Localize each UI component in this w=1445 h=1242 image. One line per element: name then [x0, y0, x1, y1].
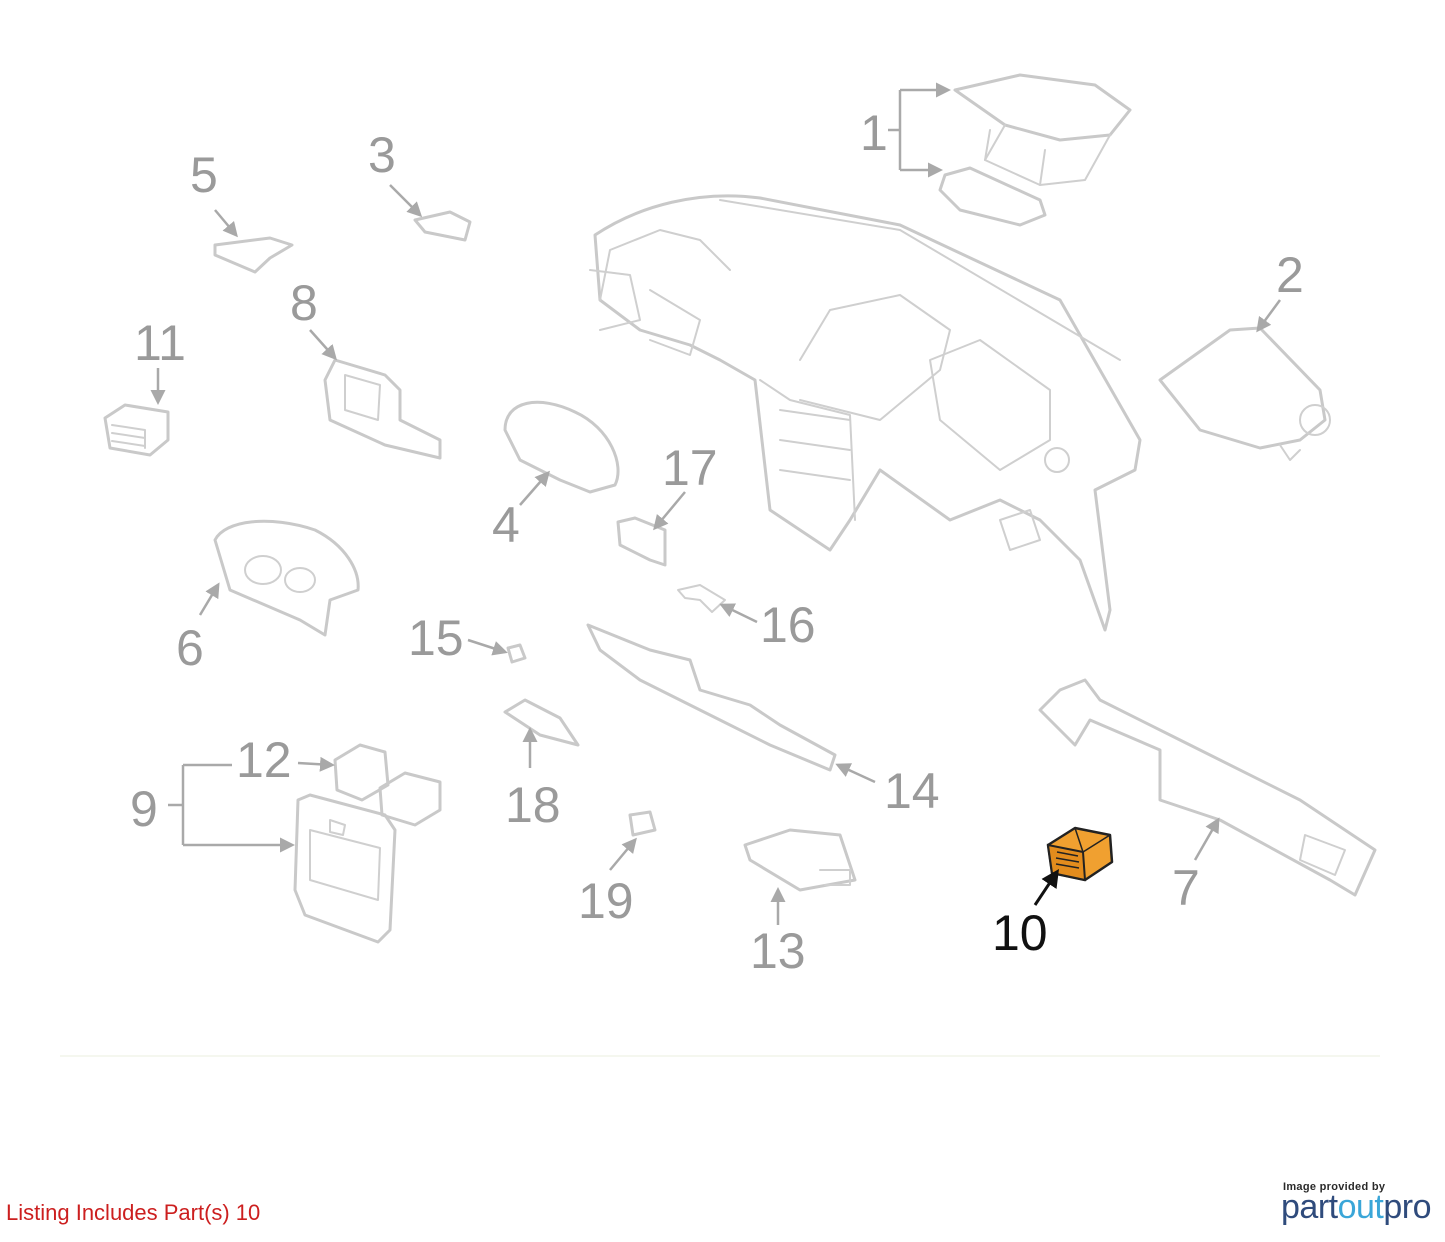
- callout-18: 18: [505, 777, 561, 833]
- callout-10: 10: [992, 905, 1048, 961]
- callout-14: 14: [884, 763, 940, 819]
- part-14-shape: [586, 623, 837, 772]
- part-7-arrow: [1193, 817, 1220, 861]
- part-2-shape: [1158, 326, 1331, 461]
- provider-logo-pro: pro: [1383, 1188, 1431, 1226]
- part-8-shape: [323, 358, 442, 460]
- part-11-shape: [103, 403, 170, 457]
- callout-17: 17: [662, 440, 718, 496]
- provider-logo-out: out: [1337, 1188, 1384, 1226]
- part-4-shape: [503, 400, 620, 494]
- part-14-arrow: [835, 763, 876, 784]
- part-10-shape: [1046, 826, 1114, 882]
- part-1-shape: [938, 73, 1132, 227]
- part-16-shape: [677, 584, 726, 613]
- part-3-arrow: [389, 184, 423, 218]
- callout-12: 12: [236, 732, 292, 788]
- listing-caption: Listing Includes Part(s)10: [6, 1200, 260, 1226]
- callout-13: 13: [750, 923, 806, 979]
- callout-5: 5: [190, 147, 218, 203]
- callout-8: 8: [290, 275, 318, 331]
- part-6-arrow: [198, 582, 220, 616]
- callout-9: 9: [130, 781, 158, 837]
- callout-4: 4: [492, 497, 520, 553]
- part-17-arrow: [653, 491, 686, 531]
- provider-logo: partoutpro: [1281, 1188, 1431, 1227]
- callout-6: 6: [176, 620, 204, 676]
- part-7-shape: [1038, 678, 1377, 897]
- callout-19: 19: [578, 873, 634, 929]
- part-12-shape: [333, 743, 442, 827]
- part-13-shape: [743, 828, 857, 892]
- part-10-arrow: [1033, 869, 1059, 906]
- part-5-shape: [213, 236, 294, 274]
- callout-16: 16: [760, 597, 816, 653]
- part-3-shape: [413, 210, 472, 242]
- part-15-shape: [506, 643, 527, 664]
- dashboard-assembly: [589, 194, 1142, 632]
- callout-1: 1: [860, 105, 888, 161]
- provider-logo-part: part: [1281, 1188, 1338, 1226]
- part-18-shape: [503, 698, 580, 747]
- part-19-arrow: [609, 837, 637, 871]
- callout-11: 11: [134, 315, 186, 371]
- part-5-arrow: [214, 209, 238, 238]
- callout-15: 15: [408, 610, 464, 666]
- callout-2: 2: [1276, 247, 1304, 303]
- part-16-arrow: [719, 603, 758, 624]
- part-2-arrow: [1256, 299, 1282, 333]
- part-6-shape: [213, 519, 360, 637]
- listing-caption-parts: 10: [235, 1200, 261, 1225]
- callout-3: 3: [368, 127, 396, 183]
- part-19-shape: [628, 810, 657, 837]
- part-12-arrow: [297, 756, 335, 772]
- part-15-arrow: [467, 638, 508, 656]
- part-9-shape: [293, 793, 397, 944]
- part-4-arrow: [519, 470, 550, 506]
- footer-divider: [60, 1055, 1380, 1057]
- callout-7: 7: [1172, 860, 1200, 916]
- part-8-arrow: [309, 329, 337, 361]
- part-17-shape: [616, 516, 667, 567]
- listing-caption-text: Listing Includes Part(s): [6, 1200, 230, 1225]
- provider-credit: Image provided by: [1283, 1181, 1386, 1193]
